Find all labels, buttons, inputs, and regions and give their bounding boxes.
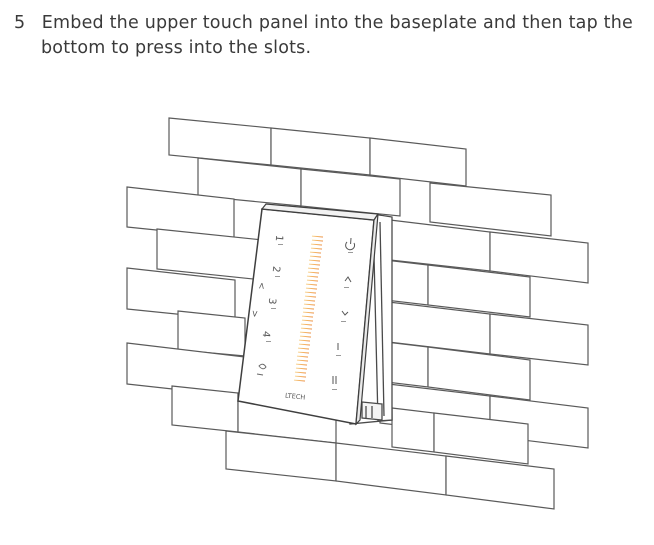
brick [391,407,435,453]
instruction-line-2: bottom to press into the slots. [41,38,312,58]
off-icon [332,376,337,384]
brick [427,346,531,401]
brick [489,231,589,284]
zone-3-label: 3 [266,297,278,304]
zone-2-label: 2 [270,265,282,272]
zone-1-label: 1 [273,234,285,241]
brightness-up-icon [344,276,352,283]
brick [445,455,555,510]
instruction-text: 5 Embed the upper touch panel into the b… [14,11,644,61]
brick [300,168,401,217]
brightness-down-icon [341,310,349,316]
instruction-line-1: Embed the upper touch panel into the bas… [41,13,633,33]
brick [168,117,272,166]
svg-text:>: > [249,309,260,318]
touch-panel: 1 2 3 4 [237,203,380,426]
brick [433,412,529,465]
brick-wall [126,117,589,510]
cct-slider [293,235,324,382]
brick [429,182,552,237]
zone-1-caption [278,244,283,245]
zone-4-label: 4 [260,330,272,337]
zone-4-caption [266,341,271,342]
brick [427,264,531,318]
brick [171,385,239,433]
brick [177,310,246,357]
svg-text:<: < [255,281,266,290]
brick [156,228,264,281]
power-icon [345,237,356,251]
brick [489,313,589,366]
step-number: 5 [14,13,26,33]
zone-3-caption [271,308,276,309]
zone-2-caption [275,276,280,277]
color-temperature-icon [256,363,267,376]
brand-logo: LTECH [285,391,306,401]
